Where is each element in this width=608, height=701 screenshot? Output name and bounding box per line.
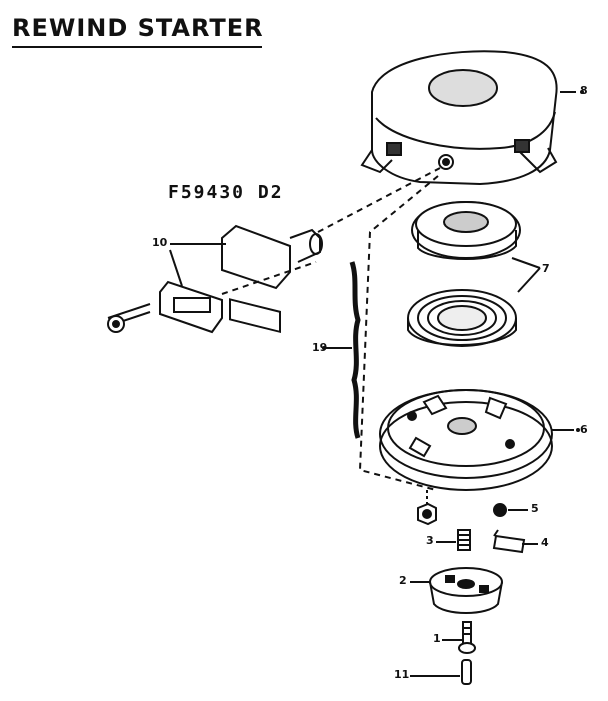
callout-10: 10 — [152, 236, 168, 249]
rope-path-dashed — [317, 167, 441, 233]
part-7-spring-retainer — [411, 201, 521, 260]
part-1-screw — [458, 621, 476, 654]
callout-11: 11 — [394, 668, 410, 681]
callout-19: 19 — [312, 341, 328, 354]
model-code: F59430 D2 — [168, 182, 284, 203]
part-8-starter-housing — [360, 50, 558, 186]
rope-path-dashed-3 — [358, 175, 439, 491]
part-7-recoil-spring — [407, 289, 517, 347]
callout-4: 4 — [541, 536, 549, 549]
callout-3: 3 — [426, 534, 434, 547]
part-4-pawl — [492, 529, 526, 554]
part-19-starter-rope — [349, 261, 361, 439]
callout-7: 7 — [542, 262, 550, 275]
part-2-starter-cup — [429, 567, 503, 614]
leader-line-7 — [511, 257, 541, 293]
part-6-rope-pulley — [379, 389, 553, 491]
leader-line-10b — [169, 249, 183, 287]
title-underline — [12, 46, 262, 48]
diagram-title: REWIND STARTER — [12, 14, 264, 42]
part-3-pawl-spring — [457, 529, 471, 551]
part-11-pin — [461, 659, 472, 685]
callout-6: 6 — [580, 423, 588, 436]
callout-5: 5 — [531, 502, 539, 515]
part-5-pawl-retainer — [493, 503, 507, 517]
callout-8: 8 — [580, 84, 588, 97]
pulley-screw — [417, 490, 437, 526]
rope-path-dashed-2 — [221, 261, 317, 295]
callout-2: 2 — [399, 574, 407, 587]
callout-1: 1 — [433, 632, 441, 645]
part-10-rope-anchor — [107, 280, 223, 334]
part-10-rope-handle — [221, 224, 323, 334]
